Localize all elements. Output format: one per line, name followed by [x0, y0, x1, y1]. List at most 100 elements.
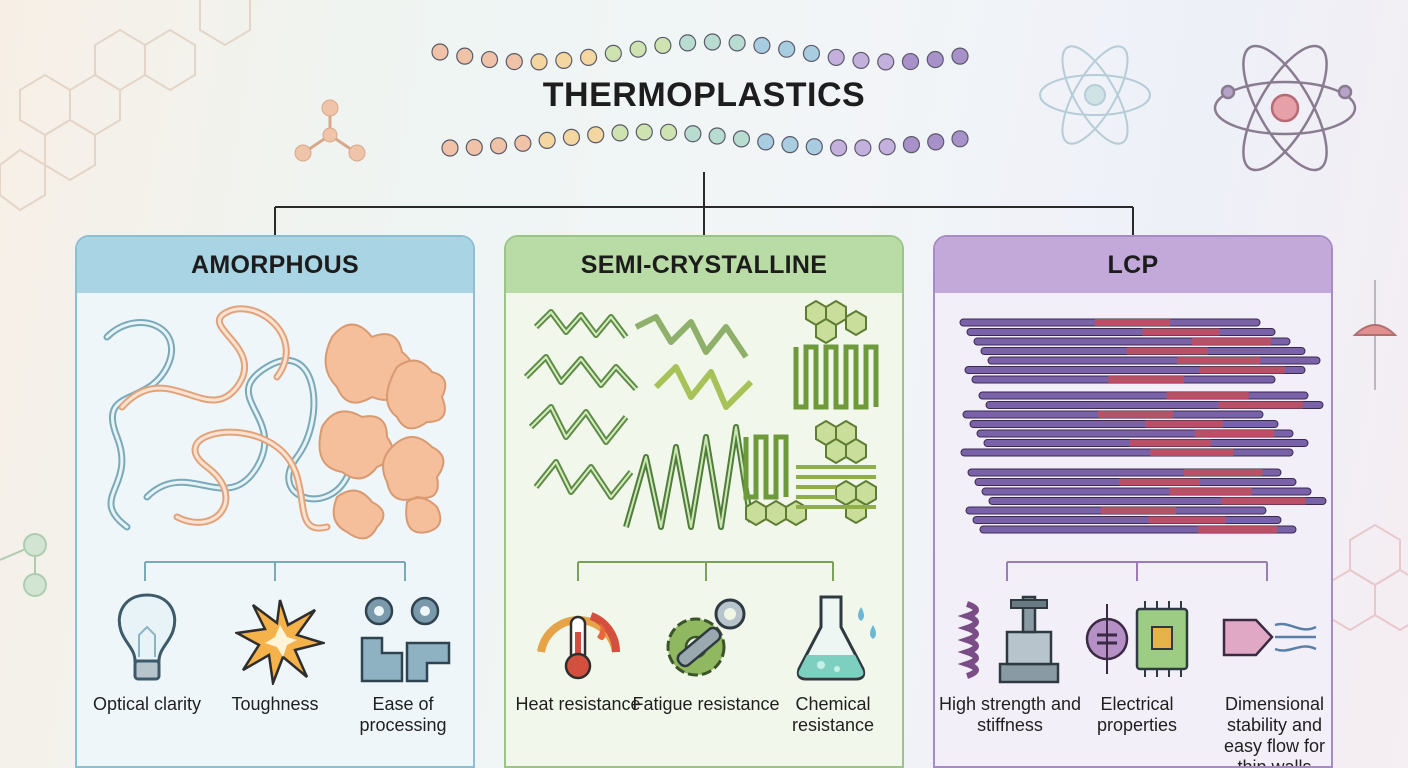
nozzle-flow-icon — [1222, 618, 1317, 657]
amorphous-panel: AMORPHOUS — [75, 235, 475, 768]
chain-bead — [514, 134, 532, 152]
chain-bead — [927, 133, 945, 151]
lcp-rod-segment — [1221, 497, 1306, 505]
capacitor-chip-icon — [1085, 601, 1189, 677]
flask-icon — [796, 595, 876, 681]
chain-bead — [562, 128, 581, 146]
chain-bead — [629, 40, 647, 58]
atom-icon — [1213, 44, 1357, 172]
chain-bead — [802, 44, 821, 63]
chain-bead — [431, 43, 449, 61]
property-label: Fatigue resistance — [632, 694, 780, 714]
impact-burst-icon — [235, 599, 325, 685]
property-label: Electrical properties — [1096, 694, 1178, 735]
chain-bead — [684, 125, 702, 143]
lcp-rod-segment — [1198, 526, 1278, 533]
chain-bead — [732, 130, 751, 148]
lcp-rod-segment — [1177, 357, 1261, 364]
lcp-heading: LCP — [935, 237, 1331, 293]
lcp-rod-segment — [1192, 338, 1272, 345]
property-label: Ease of processing — [359, 694, 447, 735]
chain-bead — [530, 53, 548, 71]
chain-bead — [708, 127, 726, 145]
chain-bead — [480, 50, 499, 69]
chain-bead — [827, 48, 845, 67]
property-label: High strength and stiffness — [938, 694, 1082, 735]
chain-bead — [489, 137, 508, 155]
amorphous-chain-illustration — [103, 305, 447, 540]
chain-bead — [781, 136, 799, 154]
chain-bead — [753, 36, 771, 55]
chain-bead — [728, 34, 746, 52]
chain-bead — [878, 138, 896, 156]
semi-crystalline-chain-illustration — [523, 299, 879, 530]
lcp-rod — [981, 487, 1312, 496]
chain-bead — [703, 33, 721, 51]
chain-bead — [555, 51, 573, 70]
chain-bead — [778, 40, 796, 58]
semi-crystalline-panel: SEMI-CRYSTALLINE — [504, 235, 904, 768]
chain-bead — [611, 124, 629, 142]
amorphous-heading: AMORPHOUS — [77, 237, 473, 293]
lcp-rod-segment — [1101, 507, 1176, 514]
chain-bead — [805, 138, 823, 156]
chain-bead — [579, 48, 598, 66]
page-title: THERMOPLASTICS — [542, 76, 866, 114]
flask-icon — [1352, 280, 1398, 390]
lcp-rod-illustration — [959, 318, 1327, 534]
spring-press-icon — [957, 595, 1060, 684]
lcp-rod-segment — [1129, 439, 1211, 447]
chain-bead — [659, 123, 678, 141]
light-bulb-icon — [117, 593, 177, 681]
property-label: Dimensional stability and easy flow for … — [1223, 694, 1326, 768]
chain-bead — [757, 133, 775, 151]
hexagon-lattice-icon — [0, 0, 251, 212]
property-label: Optical clarity — [92, 694, 202, 714]
property-label: Heat resistance — [515, 694, 641, 714]
lcp-rod — [969, 420, 1279, 428]
chain-bead — [951, 47, 969, 65]
gears-molding-icon — [360, 596, 451, 683]
molecule-icon — [294, 99, 366, 162]
lcp-rod-segment — [1142, 328, 1220, 336]
lcp-rod-segment — [1183, 469, 1263, 476]
property-connector — [144, 561, 406, 581]
chain-bead — [604, 44, 622, 63]
lcp-rod-segment — [1150, 449, 1234, 456]
gear-wrench-icon — [666, 598, 746, 677]
chain-bead — [654, 36, 672, 55]
chain-bead — [926, 50, 944, 69]
lcp-rod-segment — [1098, 411, 1173, 418]
chain-bead — [902, 136, 921, 154]
lcp-rod — [972, 516, 1282, 524]
lcp-rod-segment — [1148, 516, 1226, 524]
property-label: Chemical resistance — [791, 694, 875, 735]
chain-bead — [852, 51, 870, 70]
lcp-rod-segment — [1199, 366, 1285, 374]
atom-icon — [1039, 45, 1151, 145]
chain-bead — [456, 47, 474, 65]
lcp-rod-segment — [1126, 347, 1208, 355]
lcp-rod-segment — [1195, 430, 1275, 437]
thermometer-gauge-icon — [537, 612, 621, 680]
lcp-rod — [960, 448, 1294, 457]
lcp-rod-segment — [1218, 401, 1303, 409]
lcp-rod — [978, 391, 1309, 400]
chain-bead — [854, 139, 872, 157]
lcp-rod-segment — [1119, 478, 1200, 486]
chain-bead — [951, 130, 969, 148]
chain-bead — [441, 139, 459, 157]
lcp-rod-segment — [1095, 319, 1170, 326]
chain-bead — [679, 34, 697, 52]
chain-bead — [587, 126, 605, 144]
chain-bead — [635, 123, 653, 141]
property-connector — [577, 561, 834, 581]
lcp-rod — [966, 328, 1276, 336]
lcp-rod-segment — [1169, 488, 1252, 495]
chain-bead — [877, 53, 895, 71]
lcp-rod-segment — [1166, 392, 1249, 399]
molecule-icon — [0, 533, 47, 597]
